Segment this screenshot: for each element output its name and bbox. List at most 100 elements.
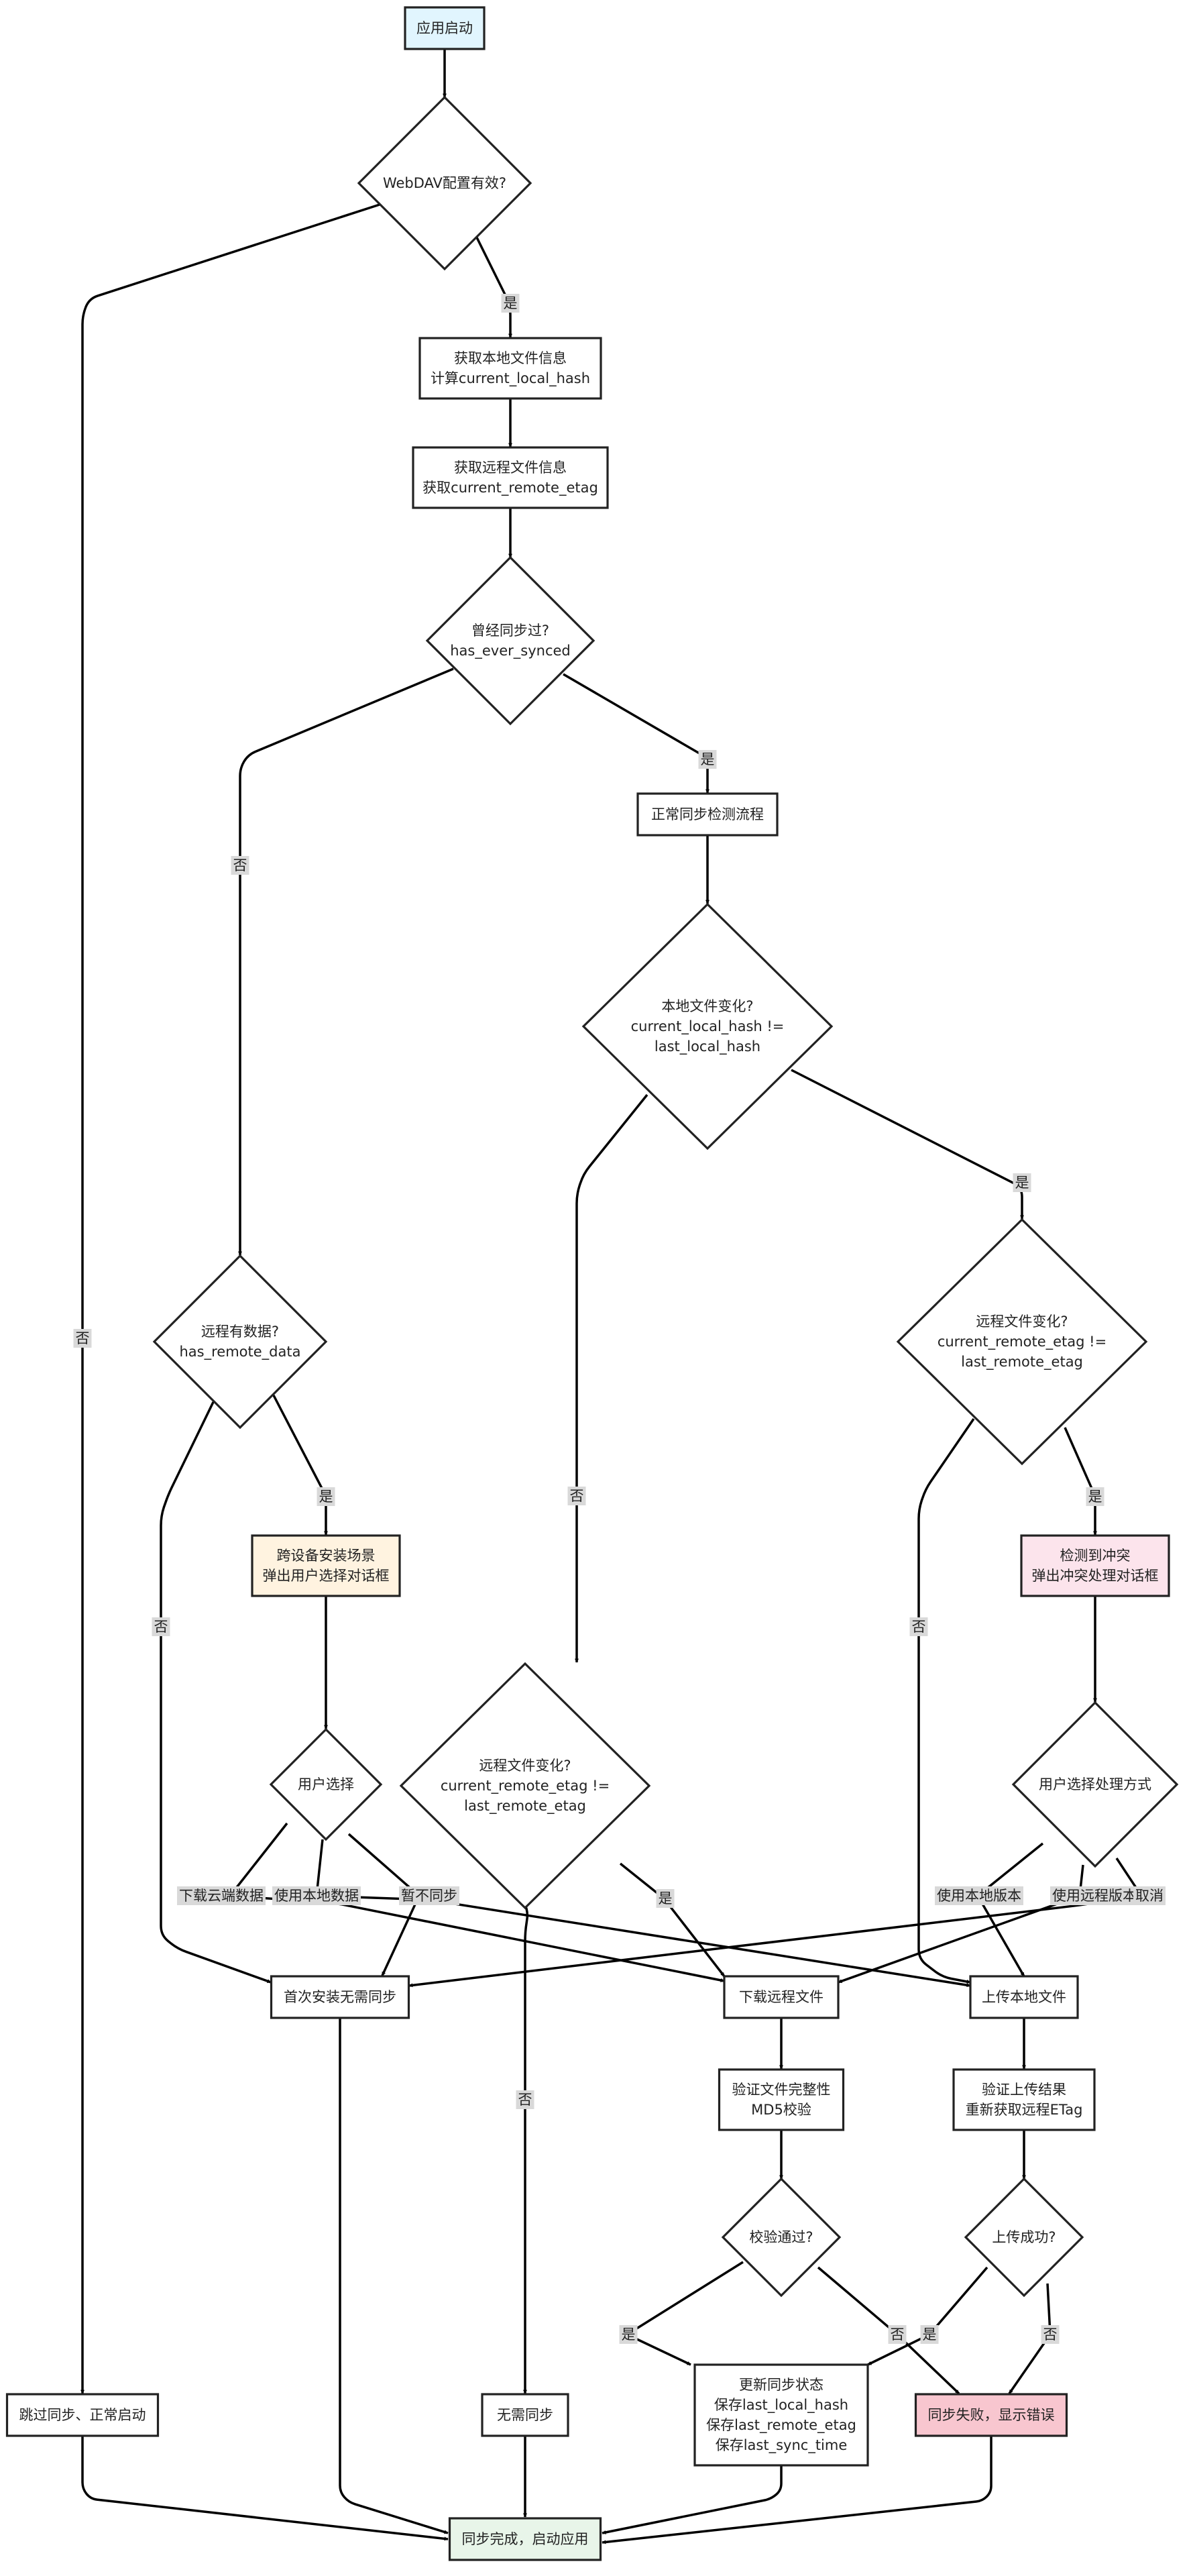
node-text-line: 上传本地文件 — [982, 1989, 1066, 2005]
edge-remote-changed-b-to-no-sync — [505, 1871, 529, 2394]
node-shape-box — [481, 2393, 569, 2437]
edge-label-text: 是 — [701, 751, 715, 767]
node-text-line: 远程文件变化? — [976, 1313, 1068, 1330]
edge-label-text: 否 — [891, 2326, 905, 2343]
edge-label-text: 使用本地版本 — [937, 1888, 1021, 1904]
node-shape-diamond — [269, 1727, 383, 1841]
node-text-line: 验证文件完整性 — [732, 2082, 831, 2098]
node-text-line: has_ever_synced — [450, 643, 571, 659]
node-shape-box — [693, 2363, 869, 2467]
node-text-line: 跨设备安装场景 — [277, 1548, 376, 1564]
node-text-line: 无需同步 — [497, 2407, 553, 2423]
node-remote-has-data: 远程有数据?has_remote_data — [152, 1254, 328, 1430]
node-text-line: last_local_hash — [655, 1038, 760, 1055]
node-text-line: 首次安装无需同步 — [284, 1989, 396, 2005]
edge-label-background — [399, 1886, 459, 1905]
edge-label-background — [272, 1886, 361, 1905]
node-remote-changed-a: 远程文件变化?current_remote_etag !=last_remote… — [896, 1218, 1148, 1466]
node-upload-ok: 上传成功? — [964, 2177, 1084, 2298]
edge-label-background — [909, 1617, 928, 1636]
edge-label-background — [501, 294, 520, 313]
node-text-line: last_remote_etag — [961, 1354, 1083, 1371]
node-text-line: MD5校验 — [751, 2102, 811, 2118]
edge-label-e24: 取消 — [1133, 1886, 1166, 1905]
edge-label-text: 否 — [154, 1619, 168, 1635]
edge-label-text: 是 — [659, 1890, 673, 1907]
node-text-line: 保存last_remote_etag — [706, 2417, 856, 2434]
edge-label-e10: 否 — [567, 1487, 586, 1505]
edge-label-text: 下载云端数据 — [179, 1888, 264, 1904]
edge-local-changed-to-remote-changed-b — [575, 1093, 648, 1663]
node-shape-diamond — [896, 1218, 1148, 1466]
edge-label-text: 是 — [1088, 1489, 1102, 1505]
node-shape-diamond — [152, 1254, 328, 1430]
edge-remote-changed-a-to-upload — [917, 1418, 975, 1984]
node-text-line: 上传成功? — [992, 2229, 1056, 2245]
edge-label-text: 否 — [1043, 2326, 1058, 2343]
edge-label-text: 否 — [912, 1619, 926, 1635]
node-shape-box — [404, 6, 486, 50]
edge-label-background — [317, 1487, 335, 1506]
node-text-line: 更新同步状态 — [739, 2377, 824, 2393]
node-shape-box — [969, 1975, 1079, 2019]
node-shape-box — [914, 2393, 1068, 2437]
node-text-line: 保存last_local_hash — [714, 2397, 848, 2414]
edge-label-e13: 是 — [1086, 1487, 1104, 1506]
node-ever-synced: 曾经同步过? has_ever_synced — [425, 555, 596, 726]
node-verify-pass: 校验通过? — [721, 2177, 842, 2298]
node-webdav-check: WebDAV配置有效? — [357, 95, 532, 271]
node-shape-diamond — [721, 2177, 842, 2298]
edge-label-background — [656, 1889, 675, 1908]
node-shape-box — [1020, 1534, 1170, 1597]
edge-label-e12: 否 — [152, 1617, 170, 1636]
node-remote-changed-b: 远程文件变化?current_remote_etag !=last_remote… — [399, 1662, 651, 1910]
edge-remote-changed-a-to-conflict — [1064, 1427, 1097, 1536]
node-user-choice: 用户选择 — [269, 1727, 383, 1841]
node-text-line: 应用启动 — [416, 20, 473, 36]
edge-verify-pass-to-update-state — [630, 2261, 744, 2366]
edge-label-e3: 否 — [73, 1329, 92, 1348]
node-text-line: 曾经同步过? — [471, 623, 549, 639]
node-upload: 上传本地文件 — [969, 1975, 1079, 2019]
edge-label-e2: 是 — [501, 294, 520, 313]
edge-label-background — [935, 1886, 1023, 1905]
node-sync-failed: 同步失败，显示错误 — [914, 2393, 1068, 2437]
edge-label-e32: 否 — [1041, 2325, 1060, 2344]
edge-label-text: 否 — [76, 1330, 90, 1346]
edge-label-text: 否 — [518, 2092, 532, 2108]
node-text-line: has_remote_data — [180, 1344, 301, 1360]
edge-label-background — [231, 856, 249, 875]
edge-label-background — [888, 2325, 907, 2344]
edge-ever-synced-to-normal-flow — [563, 673, 710, 794]
node-shape-box — [418, 337, 602, 400]
node-shape-diamond — [964, 2177, 1084, 2298]
node-text-line: 下载远程文件 — [739, 1989, 824, 2005]
edge-upload-ok-to-update-state — [867, 2266, 988, 2366]
edge-label-background — [1050, 1886, 1139, 1905]
node-shape-box — [270, 1975, 410, 2019]
node-text-line: 远程文件变化? — [479, 1758, 571, 1774]
edge-label-e11: 是 — [317, 1487, 335, 1506]
node-verify-file: 验证文件完整性 MD5校验 — [718, 2068, 845, 2131]
edge-local-changed-to-remote-changed-a — [791, 1069, 1024, 1220]
edge-label-background — [1133, 1886, 1166, 1905]
node-skip-sync: 跳过同步、正常启动 — [5, 2393, 160, 2437]
edge-label-text: 取消 — [1135, 1888, 1164, 1904]
edge-update-state-to-done — [602, 2465, 783, 2534]
node-shape-diamond — [1011, 1701, 1179, 1868]
node-text-line: 正常同步检测流程 — [651, 806, 764, 822]
edge-webdav-check-to-get-local — [475, 235, 512, 338]
node-shape-box — [952, 2068, 1096, 2131]
edge-label-text: 使用本地数据 — [274, 1888, 359, 1904]
edge-labels-layer: 是否是否是否是否是否下载云端数据使用本地数据暂不同步是否使用本地版本使用远程版本… — [73, 294, 1166, 2344]
node-user-resolve: 用户选择处理方式 — [1011, 1701, 1179, 1868]
edge-label-e6: 是 — [698, 750, 717, 769]
edge-label-background — [567, 1487, 586, 1505]
edge-label-text: 是 — [504, 295, 518, 311]
node-text-line: 校验通过? — [749, 2229, 813, 2245]
node-local-changed: 本地文件变化?current_local_hash !=last_local_h… — [581, 902, 834, 1150]
edge-label-e29: 是 — [619, 2325, 638, 2344]
